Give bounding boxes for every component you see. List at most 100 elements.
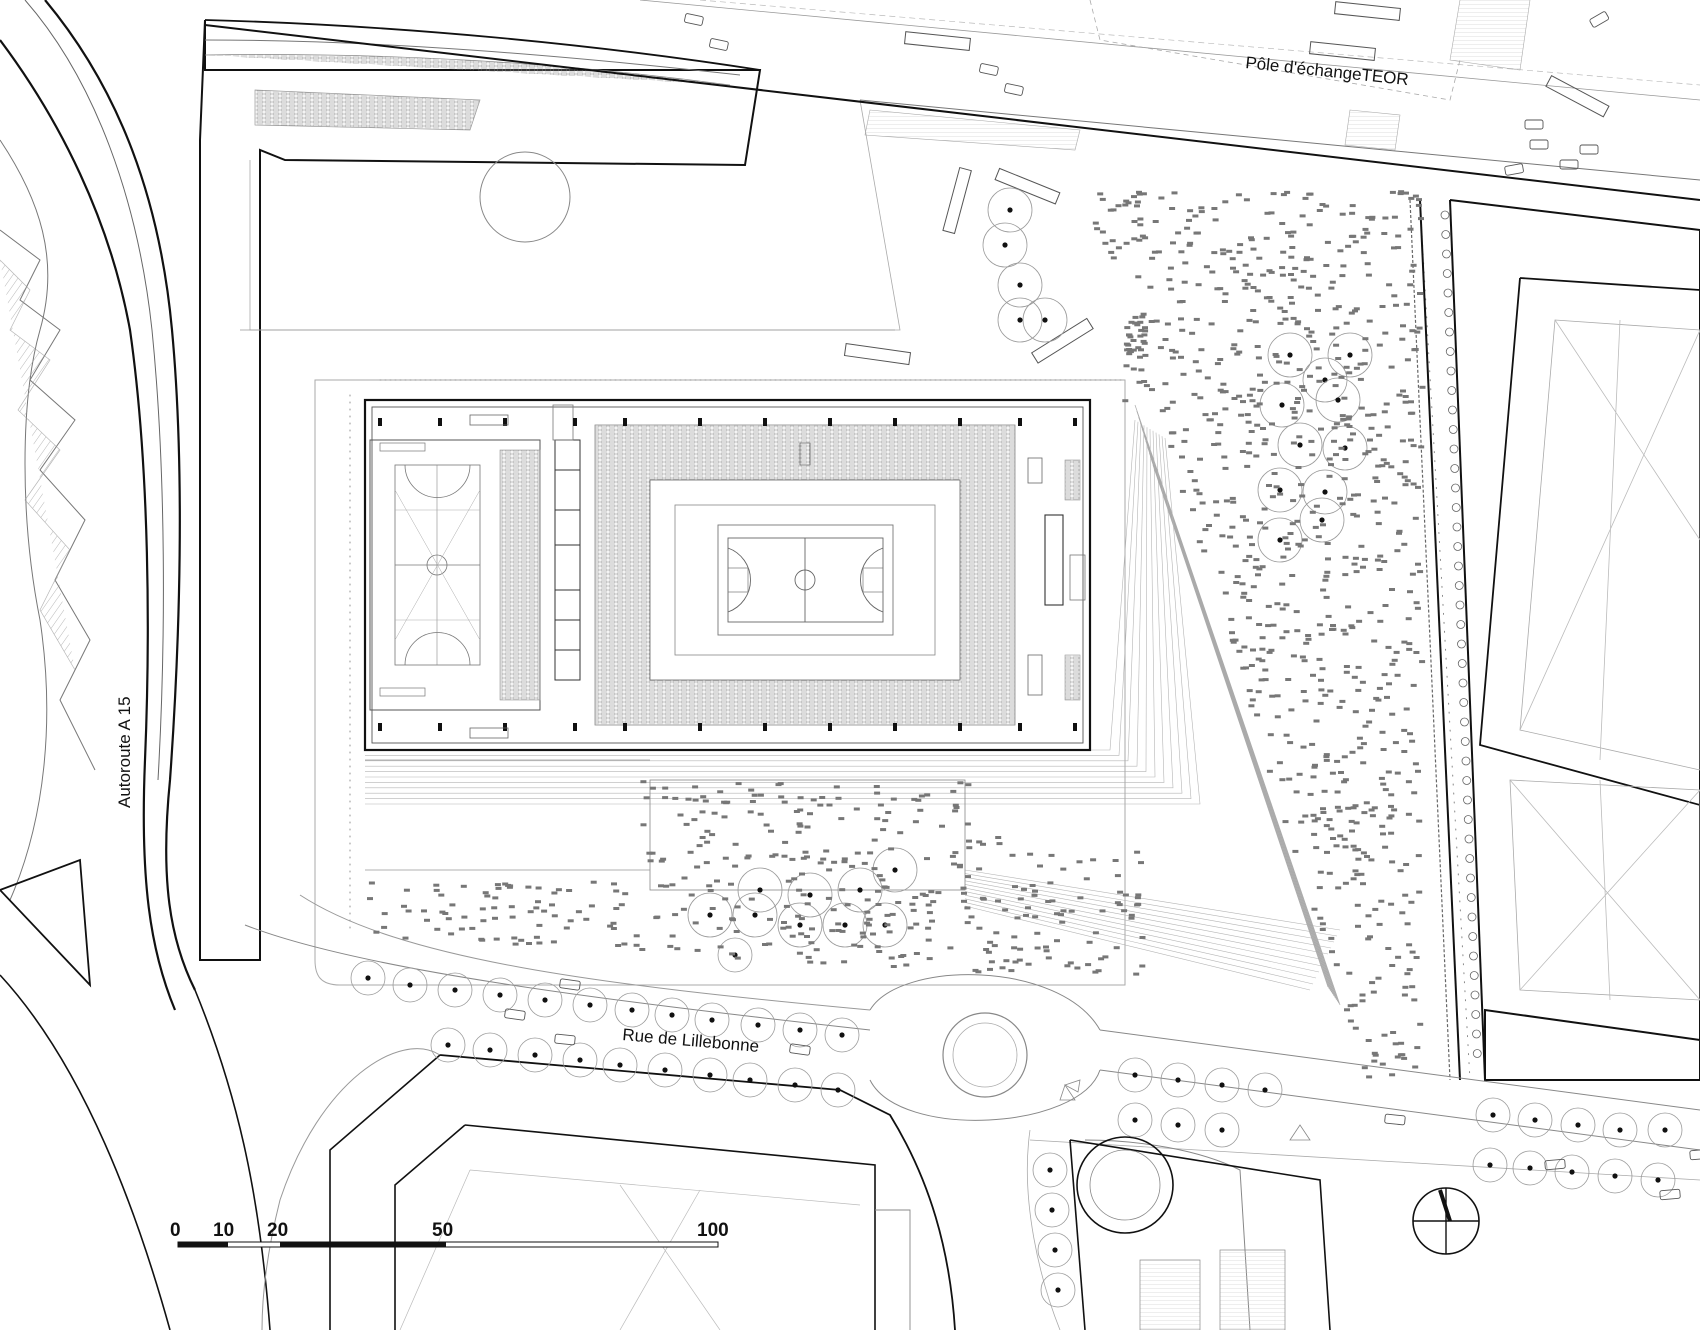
paving-tile [1122, 399, 1129, 403]
paving-tile [1253, 454, 1260, 458]
paving-tile [1230, 347, 1237, 351]
paving-tile [1330, 837, 1336, 840]
paving-tile [494, 883, 501, 887]
paving-tile [749, 800, 756, 803]
paving-tile [1391, 294, 1398, 298]
paving-tile [1333, 343, 1340, 347]
paving-tile [1279, 582, 1286, 586]
paving-tile [1250, 585, 1257, 589]
paving-tile [1249, 387, 1256, 391]
paving-tile [1404, 358, 1411, 362]
paving-tile [1248, 236, 1254, 240]
paving-tile [1305, 637, 1312, 641]
paving-tile [1397, 192, 1404, 196]
paving-tile [1392, 741, 1399, 745]
paving-tile [660, 857, 667, 861]
paving-tile [646, 851, 653, 855]
paving-tile [1289, 574, 1296, 577]
paving-tile [621, 942, 628, 946]
paving-tile [735, 782, 742, 786]
paving-tile [1362, 452, 1369, 456]
paving-tile [1322, 578, 1329, 582]
paving-tile [993, 931, 1000, 935]
paving-tile [1157, 346, 1164, 350]
paving-tile [1376, 922, 1383, 926]
paving-tile [1319, 203, 1326, 206]
street-label: Rue de Lillebonne [622, 1025, 760, 1056]
tree-canopy [987, 187, 1033, 233]
paving-tile [817, 803, 824, 807]
paving-tile [1323, 824, 1330, 828]
paving-tile [1008, 969, 1015, 973]
paving-tile [1412, 1065, 1419, 1069]
paving-tile [480, 919, 487, 923]
tree-trunk [792, 1082, 798, 1088]
paving-tile [1221, 455, 1228, 459]
terrace-line [964, 876, 1335, 943]
paving-tile [1196, 492, 1203, 496]
paving-tile [433, 883, 440, 887]
paving-tile [1290, 654, 1297, 658]
paving-tile [1180, 372, 1187, 376]
paving-tile [1124, 326, 1131, 330]
column [503, 418, 507, 426]
paving-tile [1319, 922, 1326, 926]
tree-canopy [782, 1012, 818, 1048]
paving-tile [1099, 230, 1106, 234]
tree-canopy [1597, 1158, 1633, 1194]
paving-tile [1380, 458, 1387, 462]
paving-tile [1234, 352, 1241, 356]
paving-tile [618, 903, 625, 907]
paving-tile [968, 915, 975, 919]
paving-tile [1369, 981, 1376, 985]
paving-tile [1102, 241, 1109, 245]
paving-tile [797, 824, 804, 828]
paving-tile [831, 860, 838, 864]
paving-tile [1016, 958, 1023, 962]
paving-tile [1209, 270, 1216, 274]
paving-tile [733, 930, 740, 933]
paving-tile [1319, 928, 1326, 931]
paving-tile [912, 820, 919, 824]
paving-tile [1295, 466, 1302, 469]
paving-tile [1262, 668, 1269, 672]
paving-tile [1245, 616, 1252, 620]
transit-hub-label: Pôle d'échangeTEOR [1245, 53, 1410, 89]
paving-tile [1011, 935, 1018, 939]
paving-tile [1345, 605, 1352, 609]
paving-tile [1256, 567, 1263, 571]
tree-trunk [1347, 352, 1353, 358]
column [438, 418, 442, 426]
paving-tile [1340, 628, 1347, 632]
paving-tile [662, 786, 669, 790]
paving-tile [1236, 250, 1243, 254]
tree-trunk [755, 1022, 761, 1028]
paving-tile [795, 914, 802, 918]
paving-tile [550, 940, 557, 944]
paving-tile [1402, 395, 1409, 398]
colonnade-post [1469, 951, 1478, 961]
paving-tile [721, 815, 728, 819]
south-forecourt [299, 759, 1700, 1181]
paving-tile [874, 945, 881, 949]
paving-tile [1348, 624, 1355, 628]
paving-tile [1316, 379, 1323, 383]
paving-tile [826, 803, 833, 807]
paving-tile [1287, 532, 1294, 535]
paving-tile [1302, 196, 1309, 200]
paving-tile [1253, 404, 1260, 408]
paving-tile [1265, 604, 1272, 608]
paving-tile [549, 903, 555, 907]
paving-tile [1175, 231, 1182, 235]
paving-tile [882, 819, 889, 823]
tree-trunk [707, 1072, 713, 1078]
paving-tile [1361, 811, 1368, 815]
paving-tile [924, 793, 931, 797]
tree-trunk [1132, 1072, 1138, 1078]
north-boulevard [204, 0, 1700, 366]
paving-tile [1240, 595, 1247, 599]
paving-tile [1381, 673, 1388, 677]
terrace-line [365, 432, 1174, 789]
paving-tile [1374, 480, 1381, 483]
paving-tile [1404, 479, 1411, 483]
